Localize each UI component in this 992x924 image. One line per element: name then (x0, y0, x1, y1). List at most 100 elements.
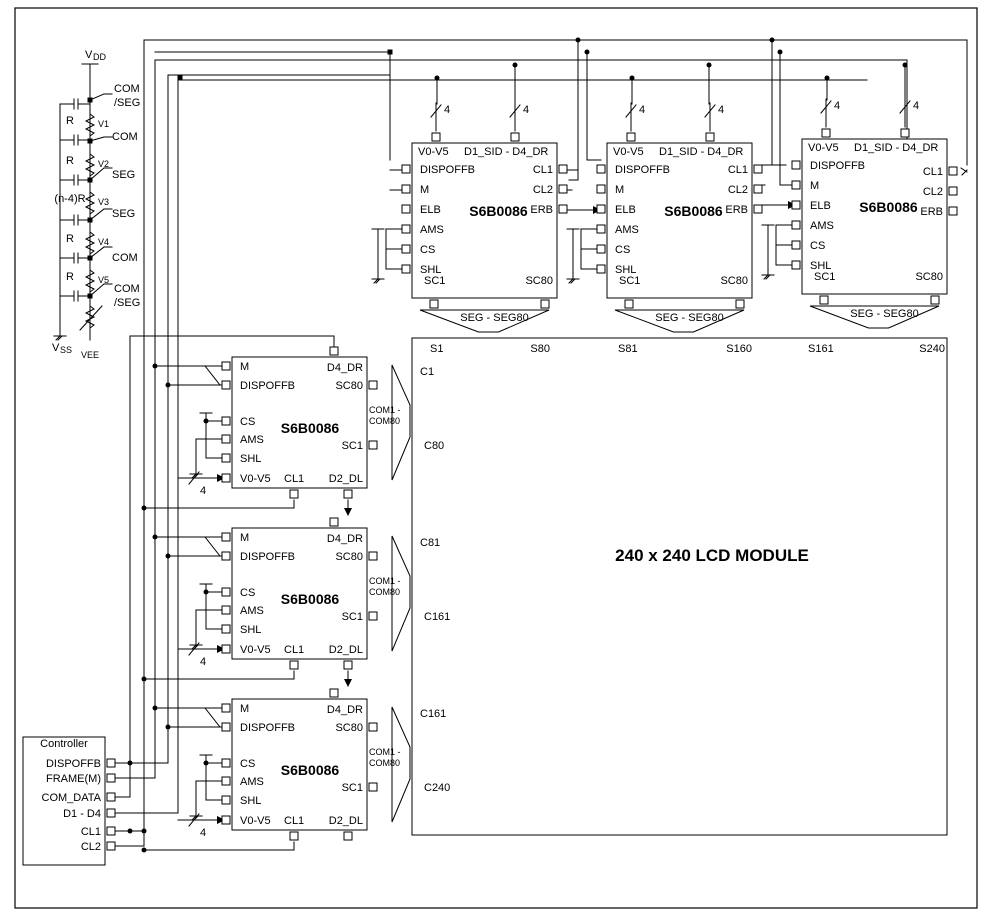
chip-name: S6B0086 (281, 762, 340, 778)
common-start-label: C161 (420, 708, 446, 720)
pin-ams (221, 434, 231, 444)
common-start-label: C81 (420, 537, 440, 549)
chip-name: S6B0086 (281, 420, 340, 436)
junction-dot (141, 847, 147, 853)
pin-square (596, 184, 606, 194)
pin-v0v5 (221, 815, 231, 825)
junction-dot (902, 62, 908, 68)
controller-pin (106, 773, 116, 783)
bus-width-label: 4 (200, 656, 206, 668)
junction-dot (152, 705, 158, 711)
pin-label: SHL (420, 264, 441, 276)
pin-cl1-bottom (289, 489, 299, 499)
common-bus-label: COM1 - (369, 576, 401, 586)
controller-box (22, 736, 106, 866)
pin-label-sc1: SC1 (342, 782, 363, 794)
pin-label-sc80: SC80 (335, 722, 363, 734)
segment-bus-label: SEG - SEG80 (460, 312, 528, 324)
m-wire (154, 365, 227, 386)
pin-sc80 (540, 299, 550, 309)
common-bus-label: COM1 - (369, 405, 401, 415)
pin-label-cs: CS (240, 416, 255, 428)
resistor-label: R (66, 155, 74, 167)
junction-dot (203, 589, 209, 595)
controller-pin (106, 841, 116, 851)
common-bus-label: COM80 (369, 758, 400, 768)
junction-dot (127, 760, 133, 766)
junction-dot (203, 760, 209, 766)
pin-square (401, 224, 411, 234)
pin-data-bus (900, 128, 910, 138)
segment-driver-chip (606, 142, 753, 299)
pin-square (401, 264, 411, 274)
voltage-label: V1 (98, 119, 109, 129)
pin-cl1-bottom (289, 660, 299, 670)
pin-label: ERB (920, 206, 943, 218)
bus-slash (188, 471, 200, 485)
bus-slash (899, 100, 911, 114)
ground-symbol (191, 644, 197, 650)
common-output-funnel (391, 364, 411, 481)
controller-pin-label: D1 - D4 (63, 808, 101, 820)
segment-end-label: S80 (530, 343, 550, 355)
pin-square (596, 204, 606, 214)
junction-dot (777, 49, 783, 55)
bus-slash (188, 813, 200, 827)
pin-v0v5 (221, 644, 231, 654)
common-end-label: C161 (424, 611, 450, 623)
pin-square (596, 224, 606, 234)
pin-sc80 (735, 299, 745, 309)
tap-label: /SEG (114, 97, 140, 109)
pin-label-sc80: SC80 (335, 551, 363, 563)
pin-square (558, 164, 568, 174)
ground-symbol (191, 815, 197, 821)
pin-cl1-bottom (289, 831, 299, 841)
junction-dot (87, 293, 93, 299)
pin-label-sc1: SC1 (619, 275, 640, 287)
segment-output-funnel (614, 309, 745, 333)
resistor-label: R (66, 115, 74, 127)
pin-sc1 (429, 299, 439, 309)
wire (771, 39, 787, 166)
pin-square (596, 164, 606, 174)
pin-sc80 (368, 722, 378, 732)
common-driver-chip (231, 356, 368, 489)
data-bus-top (114, 79, 868, 814)
pin-square (558, 204, 568, 214)
chip-name: S6B0086 (469, 203, 528, 219)
junction-dot (584, 49, 590, 55)
ground-symbol (568, 278, 574, 284)
pin-label-v0v5: V0-V5 (418, 146, 449, 158)
pin-label: AMS (420, 224, 444, 236)
pin-label: ELB (615, 204, 636, 216)
pin-label: CS (615, 244, 630, 256)
pin-label-sc1: SC1 (342, 611, 363, 623)
tap-label: COM (114, 83, 140, 95)
m-wire (154, 536, 227, 557)
junction-dot (165, 382, 171, 388)
bus-width-label: 4 (913, 100, 919, 112)
controller-title: Controller (40, 738, 88, 750)
pin-label-sc80: SC80 (335, 380, 363, 392)
pin-label-dispoffb: DISPOFFB (240, 722, 295, 734)
pin-label-sc80: SC80 (525, 275, 553, 287)
voltage-label: V5 (98, 275, 109, 285)
junction-dot (824, 75, 830, 81)
bus-slash (625, 104, 637, 118)
bus-width-label: 4 (834, 100, 840, 112)
pin-square (753, 164, 763, 174)
junction-dot (165, 553, 171, 559)
ground-symbol (765, 274, 771, 280)
frame-bus (114, 59, 908, 779)
pin-label-ams: AMS (240, 434, 264, 446)
pin-square (791, 220, 801, 230)
pin-sc1 (368, 782, 378, 792)
wire (779, 51, 797, 186)
chip-name: S6B0086 (664, 203, 723, 219)
pin-sc80 (930, 295, 940, 305)
bus-width-label: 4 (639, 104, 645, 116)
controller-pin (106, 826, 116, 836)
pin-square (791, 180, 801, 190)
vee-label: VEE (81, 350, 99, 360)
resistor (84, 265, 96, 297)
